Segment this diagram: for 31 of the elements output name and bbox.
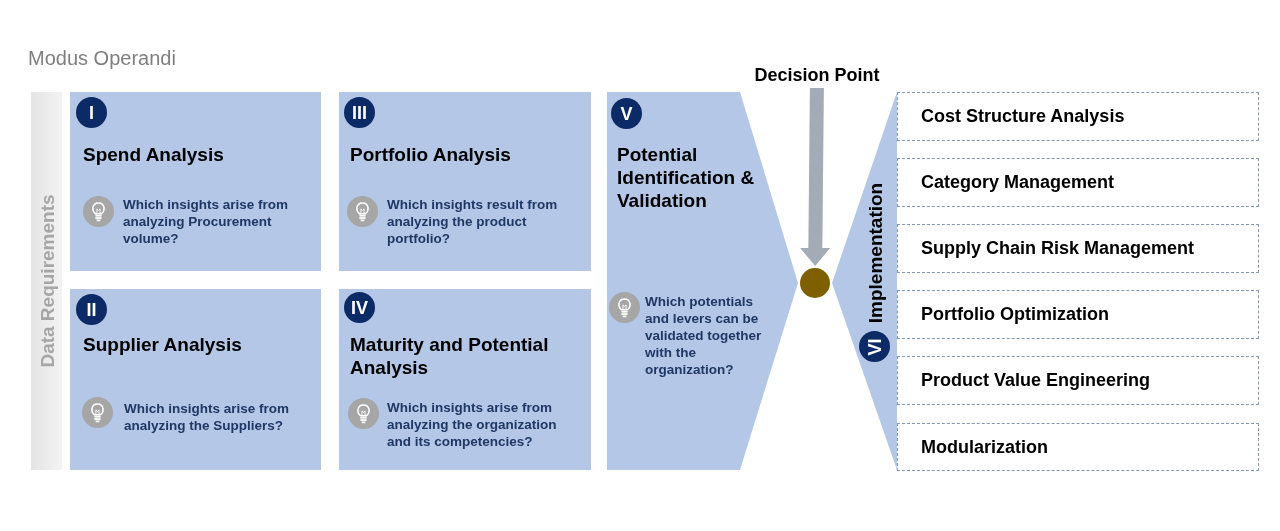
method-box: Modularization [897, 423, 1259, 471]
card-title: Maturity and Potential Analysis [350, 333, 550, 379]
funnel-shape [832, 92, 897, 470]
numeral-badge: IV [344, 292, 375, 323]
analysis-card [339, 92, 591, 271]
phase-title: Implementation [863, 182, 887, 324]
card-title: Portfolio Analysis [350, 143, 512, 166]
decision-label: Decision Point [735, 62, 899, 88]
band-label: Data Requirements [35, 194, 58, 368]
analysis-card [70, 289, 321, 470]
method-box: Product Value Engineering [897, 356, 1259, 405]
page-title: Modus Operandi [28, 46, 176, 70]
method-box: Portfolio Optimization [897, 290, 1259, 339]
method-box: Category Management [897, 158, 1259, 207]
side-band [31, 92, 62, 470]
card-title: Supplier Analysis [83, 333, 243, 356]
question-text: Which insights result from analyzing the product portfolio? [387, 196, 559, 247]
numeral-badge: III [344, 97, 375, 128]
question-text: Which potentials and levers can be validated together with the organization? [645, 293, 763, 378]
question-text: Which insights arise from analyzing the Suppliers? [124, 400, 291, 434]
funnel-shape [607, 92, 798, 470]
numeral-badge: I [76, 97, 107, 128]
card-title: Potential Identification & Validation [617, 143, 756, 212]
analysis-card [70, 92, 321, 271]
method-box: Cost Structure Analysis [897, 92, 1259, 141]
numeral-badge: II [76, 294, 107, 325]
analysis-card [339, 289, 591, 470]
question-text: Which insights arise from analyzing Procurement volume? [123, 196, 290, 247]
method-box: Supply Chain Risk Management [897, 224, 1259, 273]
card-title: Spend Analysis [83, 143, 225, 166]
question-text: Which insights arise from analyzing the organization and its competencies? [387, 399, 558, 450]
